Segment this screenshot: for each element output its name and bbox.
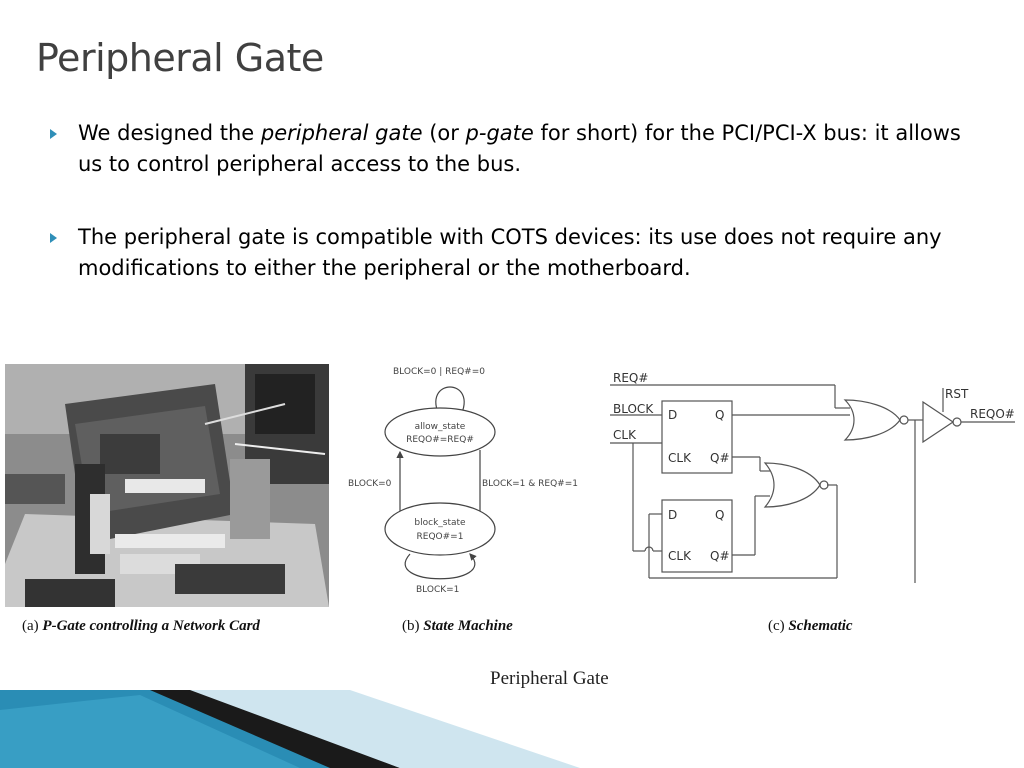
- svg-text:Q#: Q#: [710, 549, 730, 563]
- svg-text:REQO#=1: REQO#=1: [417, 532, 464, 542]
- svg-text:CLK: CLK: [613, 428, 637, 442]
- svg-text:allow_state: allow_state: [415, 422, 466, 432]
- svg-text:block_state: block_state: [414, 518, 466, 528]
- caption-a: (a) P-Gate controlling a Network Card: [22, 618, 260, 634]
- schematic-diagram: REQ# BLOCK CLK D Q CLK Q# D Q CLK Q# RST…: [610, 371, 1015, 583]
- svg-text:CLK: CLK: [668, 451, 692, 465]
- svg-text:BLOCK=0: BLOCK=0: [348, 479, 392, 489]
- svg-text:REQ#: REQ#: [613, 371, 648, 385]
- caption-c: (c) Schematic: [768, 618, 853, 634]
- svg-text:BLOCK: BLOCK: [613, 402, 654, 416]
- bottom-loop-label: BLOCK=1: [416, 585, 459, 595]
- bullet-arrow-icon: [50, 233, 57, 243]
- bullet-text: The peripheral gate is compatible with C…: [78, 225, 942, 280]
- svg-text:BLOCK=1 & REQ#=1: BLOCK=1 & REQ#=1: [482, 479, 578, 489]
- svg-text:REQO#: REQO#: [970, 407, 1015, 421]
- network-card-photo: [5, 364, 329, 607]
- bullet-item: We designed the peripheral gate (or p-ga…: [50, 118, 980, 180]
- caption-b: (b) State Machine: [402, 618, 513, 634]
- allow-state-node: [384, 407, 496, 457]
- block-state-node: [384, 502, 496, 556]
- bullet-item: The peripheral gate is compatible with C…: [50, 222, 980, 284]
- svg-text:D: D: [668, 408, 677, 422]
- bullet-text: We designed the peripheral gate (or p-ga…: [78, 121, 961, 176]
- footer-decoration: [0, 690, 580, 768]
- svg-text:Q: Q: [715, 508, 724, 522]
- svg-text:Q#: Q#: [710, 451, 730, 465]
- top-loop-label: BLOCK=0 | REQ#=0: [393, 367, 485, 377]
- svg-text:Q: Q: [715, 408, 724, 422]
- svg-text:REQO#=REQ#: REQO#=REQ#: [406, 435, 474, 445]
- svg-text:CLK: CLK: [668, 549, 692, 563]
- bullet-arrow-icon: [50, 129, 57, 139]
- state-machine-diagram: BLOCK=0 | REQ#=0 allow_state REQO#=REQ# …: [348, 367, 578, 595]
- bullet-list: We designed the peripheral gate (or p-ga…: [50, 118, 980, 326]
- figure-title: Peripheral Gate: [490, 668, 609, 689]
- svg-text:D: D: [668, 508, 677, 522]
- svg-text:RST: RST: [945, 387, 969, 401]
- slide-title: Peripheral Gate: [36, 36, 324, 80]
